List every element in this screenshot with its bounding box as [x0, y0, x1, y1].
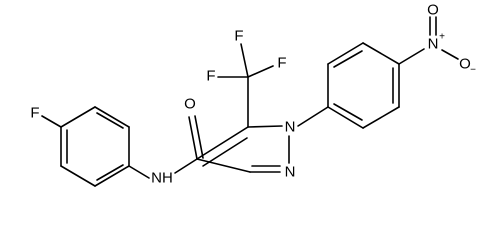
bond: [196, 158, 251, 173]
atom-label: F: [277, 55, 286, 72]
atom-label: F: [234, 28, 243, 45]
bond: [247, 65, 274, 78]
bond: [94, 106, 130, 128]
bond: [333, 50, 363, 68]
bond: [398, 48, 425, 65]
bond: [297, 106, 329, 127]
atom-label: N: [285, 119, 296, 136]
bond: [94, 165, 130, 187]
bond: [194, 115, 204, 159]
bond: [128, 165, 150, 179]
bond: [196, 126, 249, 160]
bond: [174, 158, 198, 174]
atom-label: O: [459, 56, 471, 73]
bond: [41, 115, 62, 128]
atom-label: F: [206, 68, 215, 85]
bond: [96, 112, 124, 129]
bond: [327, 106, 364, 129]
bond: [247, 125, 283, 128]
bond: [96, 164, 124, 181]
bond: [333, 103, 363, 121]
bond: [60, 106, 96, 128]
pyrazole-ring: [196, 125, 290, 173]
bond: [362, 42, 400, 65]
bond: [240, 43, 249, 78]
bond: [327, 42, 364, 65]
bond: [362, 106, 400, 129]
atom-label: F: [30, 105, 39, 122]
charge-label: −: [470, 65, 476, 76]
atom-label: O: [427, 2, 439, 19]
bond: [441, 49, 459, 60]
atom-label: NH: [151, 170, 173, 187]
atom-label: N: [285, 164, 296, 181]
bond: [202, 137, 248, 167]
fluorophenyl-ring: [60, 106, 130, 187]
atom-label: N: [428, 36, 439, 53]
molecule-diagram: F NH O N N F F F: [30, 2, 476, 187]
bond: [60, 165, 96, 187]
nitrophenyl-ring: [327, 42, 400, 129]
atom-label: O: [184, 96, 196, 113]
bond: [188, 116, 198, 160]
charge-label: +: [439, 32, 445, 43]
